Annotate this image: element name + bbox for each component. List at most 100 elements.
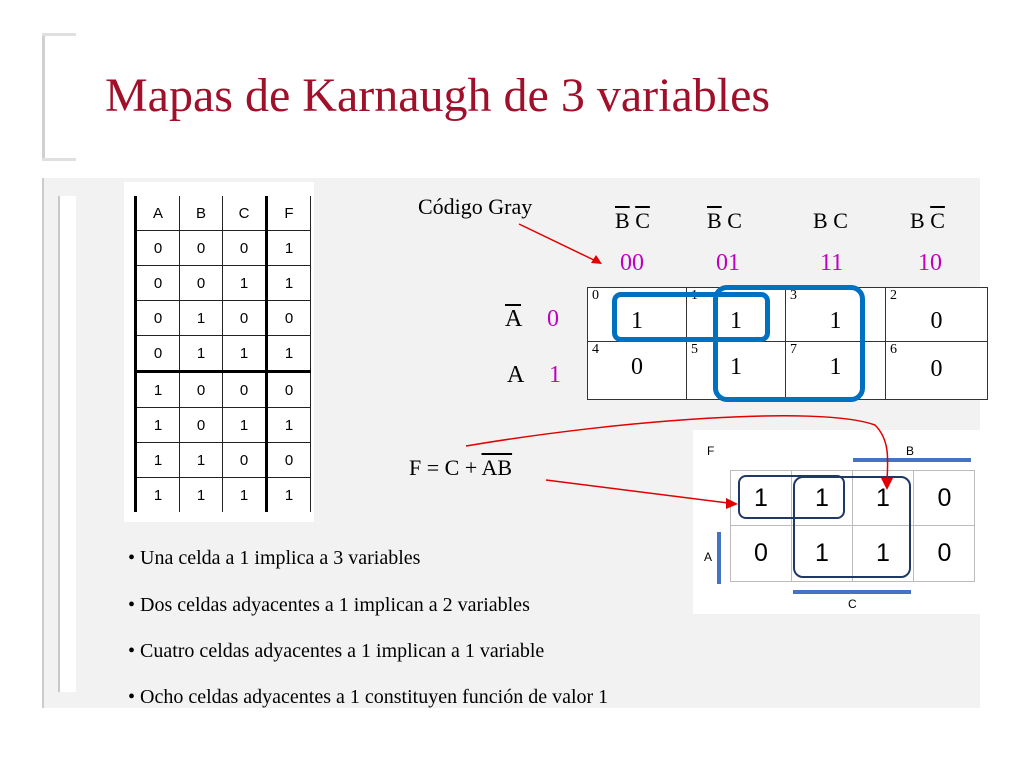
formula-lhs: F = C + xyxy=(409,455,482,480)
row-header-1: A 1 xyxy=(507,362,561,389)
table-cell: 1 xyxy=(222,477,268,512)
mini-map-c-bar xyxy=(793,590,911,594)
table-cell: 1 xyxy=(266,265,311,301)
mini-map-c-label: C xyxy=(848,597,857,611)
cell-index: 3 xyxy=(790,288,797,303)
truth-table-header-row: A B C F xyxy=(134,196,311,231)
mini-map-cell: 1 xyxy=(853,526,914,581)
table-cell: 0 xyxy=(222,371,268,408)
col-code-3: 10 xyxy=(918,250,942,276)
bullet-item: • Una celda a 1 implica a 3 variables xyxy=(128,547,421,569)
mini-map-a-bar xyxy=(717,532,721,584)
row-header-code: 0 xyxy=(547,306,560,332)
cell-index: 2 xyxy=(890,288,897,303)
table-cell: 0 xyxy=(134,335,180,373)
table-cell: 1 xyxy=(134,477,180,512)
header-cell: C xyxy=(222,196,268,231)
col-header-b: B xyxy=(707,208,722,233)
bullet-item: • Ocho celdas adyacentes a 1 constituyen… xyxy=(128,686,609,708)
table-cell: 0 xyxy=(222,300,268,336)
cell-value: 1 xyxy=(829,354,842,380)
row-header-var: A xyxy=(505,306,522,332)
table-cell: 0 xyxy=(266,442,311,478)
table-cell: 0 xyxy=(134,265,180,301)
slide-title: Mapas de Karnaugh de 3 variables xyxy=(105,69,771,122)
group-pair-outline xyxy=(612,292,770,342)
content-inner-bar xyxy=(58,196,76,692)
cell-index: 5 xyxy=(691,342,698,357)
gray-code-arrow xyxy=(518,223,602,264)
mini-map-cell: 1 xyxy=(792,471,853,526)
mini-map-b-bar xyxy=(853,458,971,462)
formula-term: AB xyxy=(481,455,513,480)
table-cell: 0 xyxy=(179,265,223,301)
table-cell: 0 xyxy=(222,230,268,266)
table-cell: 0 xyxy=(179,371,223,408)
col-header-b: B xyxy=(615,208,630,233)
title-frame-top xyxy=(42,33,76,36)
table-cell: 1 xyxy=(266,477,311,512)
col-header-0: B C xyxy=(615,208,650,234)
col-header-c: C xyxy=(635,208,650,233)
cell-value: 1 xyxy=(631,308,643,334)
gray-code-label: Código Gray xyxy=(418,194,533,219)
title-frame-bottom xyxy=(42,158,76,161)
mini-map-cell: 1 xyxy=(853,471,914,526)
table-cell: 0 xyxy=(222,442,268,478)
mini-group-pair-outline xyxy=(738,475,845,519)
mini-map-panel: F B A C 1 1 1 0 0 1 1 0 xyxy=(693,430,980,614)
cell-value: 1 xyxy=(730,308,742,334)
cell-value: 0 xyxy=(631,354,643,380)
content-frame-left xyxy=(42,178,44,708)
table-cell: 0 xyxy=(134,300,180,336)
table-cell: 1 xyxy=(222,407,268,443)
col-header-c: C xyxy=(930,208,945,233)
table-cell: 1 xyxy=(222,335,268,373)
formula: F = C + AB xyxy=(409,455,512,481)
mini-map-cell: 0 xyxy=(937,539,952,567)
mini-map-cell: 0 xyxy=(914,471,975,526)
table-cell: 1 xyxy=(266,230,311,266)
mini-map-cell: 1 xyxy=(792,526,853,581)
mini-map-cell: 1 xyxy=(731,471,792,526)
table-cell: 0 xyxy=(134,230,180,266)
title-frame-left xyxy=(42,33,45,161)
cell-value: 0 xyxy=(930,356,943,382)
table-cell: 1 xyxy=(179,300,223,336)
bullet-item: • Cuatro celdas adyacentes a 1 implican … xyxy=(128,640,545,662)
mini-group-quad-outline xyxy=(793,476,911,578)
cell-index: 0 xyxy=(592,288,599,303)
table-cell: 1 xyxy=(179,335,223,373)
bullet-item: • Dos celdas adyacentes a 1 implican a 2… xyxy=(128,594,530,616)
table-cell: 1 xyxy=(134,371,180,408)
table-cell: 1 xyxy=(266,335,311,373)
table-cell: 1 xyxy=(222,265,268,301)
cell-value: 1 xyxy=(730,354,742,380)
col-header-c: C xyxy=(833,208,848,233)
table-cell: 0 xyxy=(266,300,311,336)
col-header-3: B C xyxy=(910,208,945,234)
table-cell: 1 xyxy=(134,442,180,478)
mini-map-a-label: A xyxy=(704,550,713,564)
col-code-1: 01 xyxy=(716,250,740,276)
row-header-code: 1 xyxy=(549,362,562,388)
table-cell: 1 xyxy=(179,442,223,478)
col-header-2: B C xyxy=(813,208,848,234)
col-code-0: 00 xyxy=(620,250,644,276)
header-cell: B xyxy=(179,196,223,231)
mini-map-grid: 1 1 1 0 0 1 1 0 xyxy=(730,470,975,582)
row-header-var: A xyxy=(507,362,524,388)
cell-value: 1 xyxy=(829,308,842,334)
table-cell: 1 xyxy=(266,407,311,443)
